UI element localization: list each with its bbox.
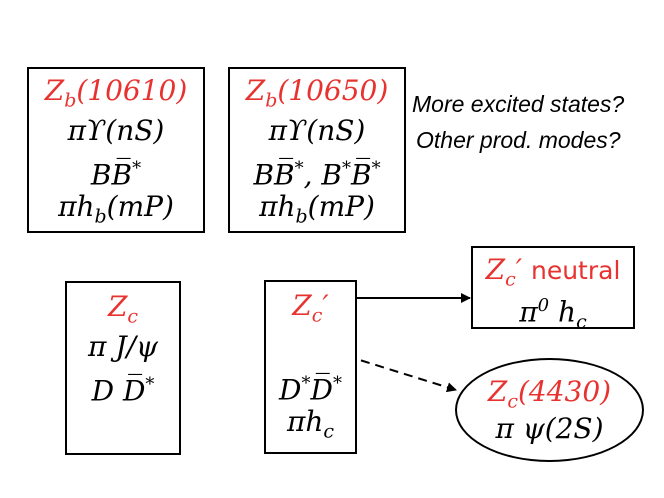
zb10610-line-upsilon: πϒ(nS): [67, 114, 165, 147]
zc-box: Zc π J/ψ D D̅*: [65, 281, 181, 455]
zc-line-ddstar: D D̅*: [91, 374, 155, 408]
zc4430-line-psi2s: π ψ(2S): [495, 412, 604, 445]
zb10610-line-hb: πhb(mP): [58, 190, 174, 228]
zc-prime-neutral-line-hc: π0 hc: [519, 295, 587, 333]
zb10650-title: Zb(10650): [245, 74, 389, 112]
zb10610-box: Zb(10610) πϒ(nS) BB̅* πhb(mP): [27, 67, 205, 233]
zc-line-jpsi: π J/ψ: [88, 330, 158, 363]
question-production-modes: Other prod. modes?: [416, 127, 621, 153]
zb10610-title: Zb(10610): [44, 74, 188, 112]
zb10650-line-hb: πhb(mP): [259, 190, 375, 228]
neutral-label: neutral: [530, 256, 621, 285]
zc-prime-line-hc: πhc: [286, 405, 335, 443]
zc-prime-neutral-title: Zc′ neutral: [485, 253, 621, 291]
zb10650-line-upsilon: πϒ(nS): [268, 114, 366, 147]
zc-prime-title: Zc′: [292, 289, 329, 327]
zb10610-line-bbstar: BB̅*: [90, 158, 142, 192]
question-excited-states: More excited states?: [412, 91, 625, 117]
zc4430-ellipse: Zc(4430) π ψ(2S): [455, 358, 644, 462]
zc-title: Zc: [107, 290, 139, 328]
zc-prime-line-dstar: D*D̅*: [279, 373, 342, 407]
zc-prime-neutral-box: Zc′ neutral π0 hc: [471, 246, 635, 333]
zb10650-box: Zb(10650) πϒ(nS) BB̅*, B*B̅* πhb(mP): [228, 67, 406, 233]
zc4430-title: Zc(4430): [487, 375, 612, 413]
zc-prime-box: Zc′ D*D̅* πhc: [264, 280, 357, 454]
zb10650-line-bbstar: BB̅*, B*B̅*: [253, 158, 381, 192]
dashed-arrow-to-zc4430: [317, 346, 457, 393]
